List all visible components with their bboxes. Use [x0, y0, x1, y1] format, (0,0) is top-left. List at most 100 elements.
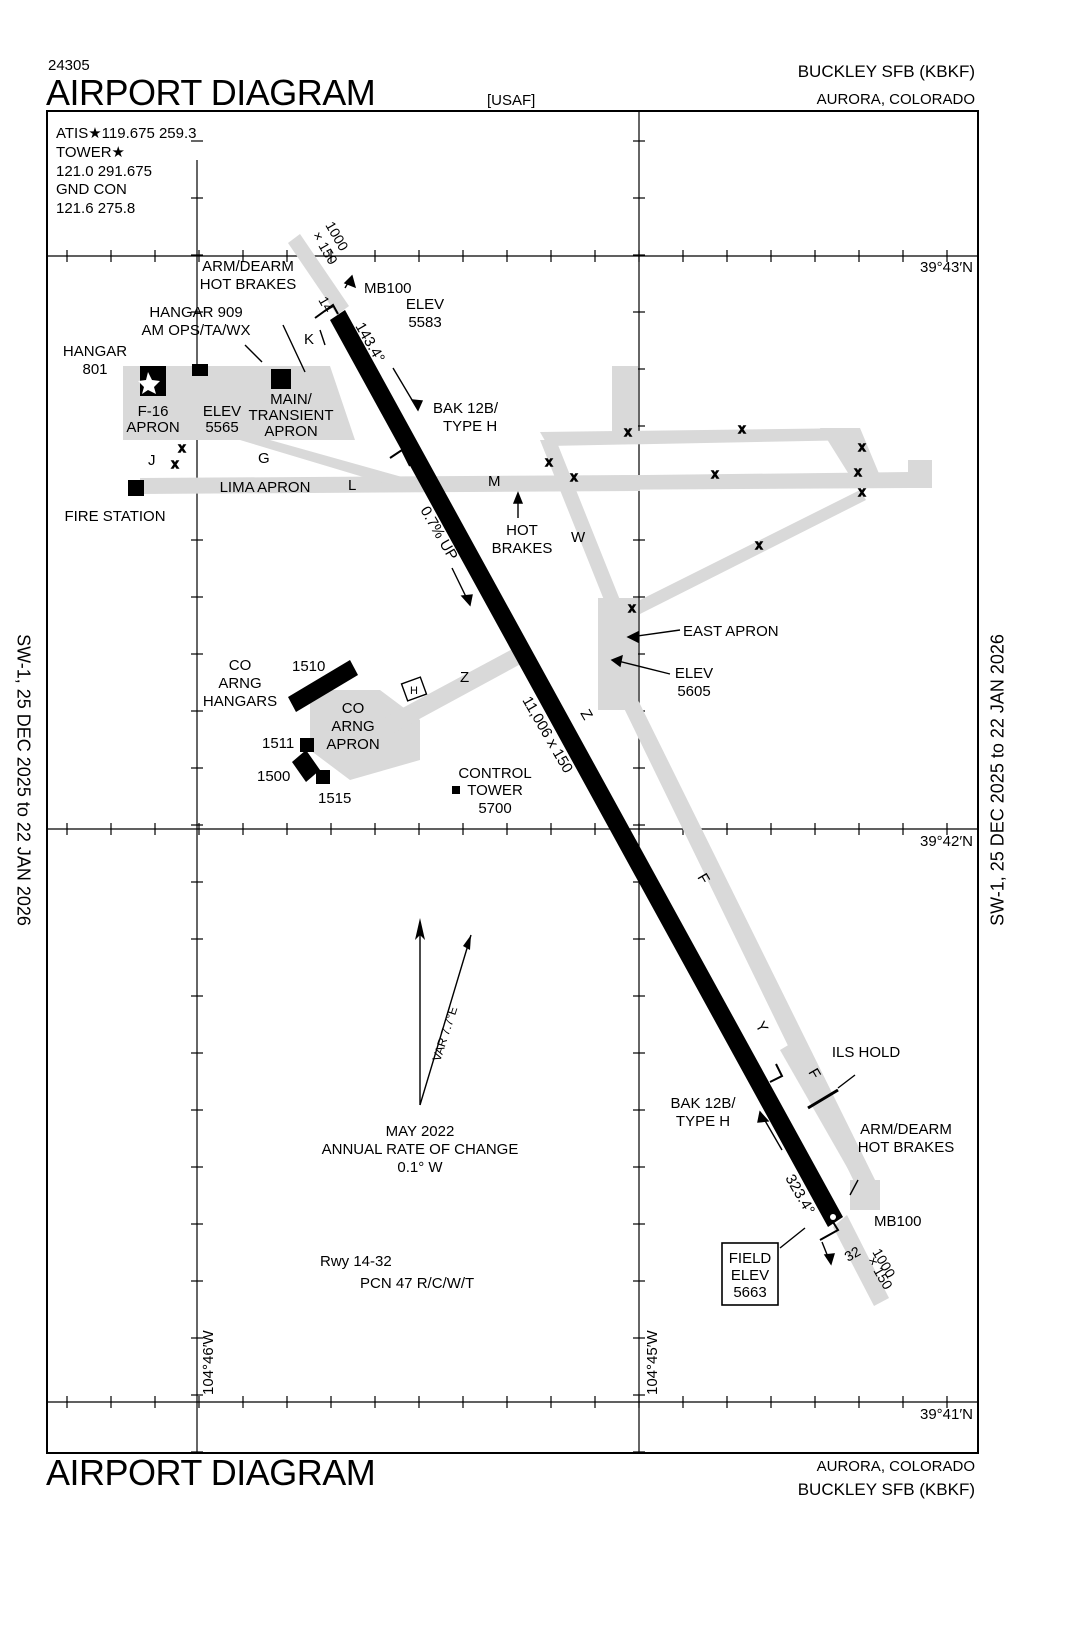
bldg-1500-label: 1500	[257, 768, 290, 785]
hot-brakes-2: BRAKES	[492, 540, 553, 557]
arm-dearm-n-2: HOT BRAKES	[200, 276, 296, 293]
elev-14-label: ELEV	[406, 296, 444, 313]
east-apron-label: EAST APRON	[683, 623, 779, 640]
bak-top-1: BAK 12B/	[433, 400, 499, 417]
closed-x-mark: x	[859, 439, 866, 454]
tower-label: TOWER★	[56, 144, 125, 161]
footer-title: AIRPORT DIAGRAM	[46, 1452, 376, 1493]
f16-1: F-16	[138, 403, 169, 420]
closed-x-mark: x	[179, 440, 186, 455]
elev5605-1: ELEV	[675, 665, 713, 682]
taxiway-m-east	[560, 472, 910, 490]
fire-station	[128, 480, 144, 496]
runway-14-label: 14	[315, 294, 337, 316]
bldg-1515-label: 1515	[318, 790, 351, 807]
elev-14: 5583	[408, 314, 441, 331]
overrun-32	[833, 1215, 889, 1306]
field-elev-box	[721, 1242, 779, 1306]
closed-x-mark: x	[859, 484, 866, 499]
mag-1: MAY 2022	[386, 1123, 455, 1140]
ils-hold-bar	[807, 1088, 839, 1110]
mb-32: MB100	[874, 1213, 922, 1230]
co-hangars-3: HANGARS	[203, 693, 277, 710]
variation-label: VAR 7.7°E	[430, 1005, 461, 1063]
usaf-label: [USAF]	[487, 92, 536, 109]
lon-46: 104°46′W	[200, 1329, 217, 1395]
arm-dearm-n-1: ARM/DEARM	[202, 258, 294, 275]
lat-41: 39°41′N	[920, 1406, 973, 1423]
star-icon	[138, 372, 160, 394]
hangar801-2: 801	[82, 361, 107, 378]
pavement	[123, 234, 932, 1306]
taxiway-k: K	[304, 331, 314, 348]
mb-14: MB100	[364, 280, 412, 297]
east-apron	[598, 598, 638, 710]
footer-location: AURORA, COLORADO	[816, 1458, 975, 1475]
taxiway-j: J	[148, 452, 156, 469]
taxiway-z1: Z	[460, 669, 469, 686]
co-apron-3: APRON	[326, 736, 379, 753]
taxiway-z2: Z	[577, 707, 596, 723]
overrun-14	[288, 234, 349, 315]
arm-dearm-s-2: HOT BRAKES	[858, 1139, 954, 1156]
field-elev-1: FIELD	[729, 1250, 772, 1267]
taxiway-y: Y	[752, 1019, 772, 1036]
taxiway-g: G	[258, 450, 270, 467]
runway-threshold-marker	[830, 1214, 836, 1220]
map-labels: ATIS★119.675 259.3 TOWER★ 121.0 291.675 …	[56, 125, 973, 1423]
runway-32-label: 32	[842, 1243, 864, 1265]
tower-label-3: 5700	[478, 800, 511, 817]
rwy-pcn-2: PCN 47 R/C/W/T	[360, 1275, 474, 1292]
bak-top-2: TYPE H	[443, 418, 497, 435]
bak-bot-2: TYPE H	[676, 1113, 730, 1130]
footer-airport-name: BUCKLEY SFB (KBKF)	[797, 1480, 975, 1499]
closed-x-mark: x	[855, 464, 862, 479]
tower-label-2: TOWER	[467, 782, 523, 799]
main-building	[271, 369, 291, 389]
tower-label-1: CONTROL	[458, 765, 531, 782]
field-elev-value: 5663	[733, 1284, 766, 1301]
closed-x-mark: x	[739, 421, 746, 436]
elev5605-2: 5605	[677, 683, 710, 700]
bldg-1511	[300, 738, 314, 752]
east-pad	[908, 460, 932, 488]
closed-x-mark: x	[629, 600, 636, 615]
taxiway-m: M	[488, 473, 501, 490]
rwy-pcn-1: Rwy 14-32	[320, 1253, 392, 1270]
helipad-label: H	[410, 685, 418, 697]
main-transient-apron	[190, 366, 355, 440]
airport-location: AURORA, COLORADO	[816, 91, 975, 108]
field-elev-2: ELEV	[731, 1267, 769, 1284]
gnd-freq: 121.6 275.8	[56, 200, 135, 217]
helipad-icon	[400, 676, 428, 702]
f16-apron	[123, 366, 190, 440]
hangar801-1: HANGAR	[63, 343, 127, 360]
co-apron-2: ARNG	[331, 718, 374, 735]
bldg-1500	[292, 750, 320, 782]
closed-x-mark: x	[172, 456, 179, 471]
hangar909-1: HANGAR 909	[149, 304, 242, 321]
taxiway-z	[380, 645, 528, 736]
north-spur	[612, 366, 638, 440]
main-2: TRANSIENT	[248, 407, 333, 424]
airport-name: BUCKLEY SFB (KBKF)	[797, 62, 975, 81]
co-arng-apron	[310, 690, 420, 780]
map-frame	[46, 110, 979, 1454]
main-3: APRON	[264, 423, 317, 440]
page-title: AIRPORT DIAGRAM	[46, 72, 376, 113]
ils-hold-label: ILS HOLD	[832, 1044, 901, 1061]
tower-freq: 121.0 291.675	[56, 163, 152, 180]
taxiway-l: L	[348, 477, 356, 494]
lat-42: 39°42′N	[920, 833, 973, 850]
hangar-909	[192, 364, 208, 376]
co-hangars-1: CO	[229, 657, 252, 674]
atis-freq: ATIS★119.675 259.3	[56, 125, 197, 142]
bldg-1510-label: 1510	[292, 658, 325, 675]
elev5565-1: ELEV	[203, 403, 241, 420]
fire-station-label: FIRE STATION	[64, 508, 165, 525]
lat-43: 39°43′N	[920, 259, 973, 276]
co-hangars-2: ARNG	[218, 675, 261, 692]
elev5565-2: 5565	[205, 419, 238, 436]
